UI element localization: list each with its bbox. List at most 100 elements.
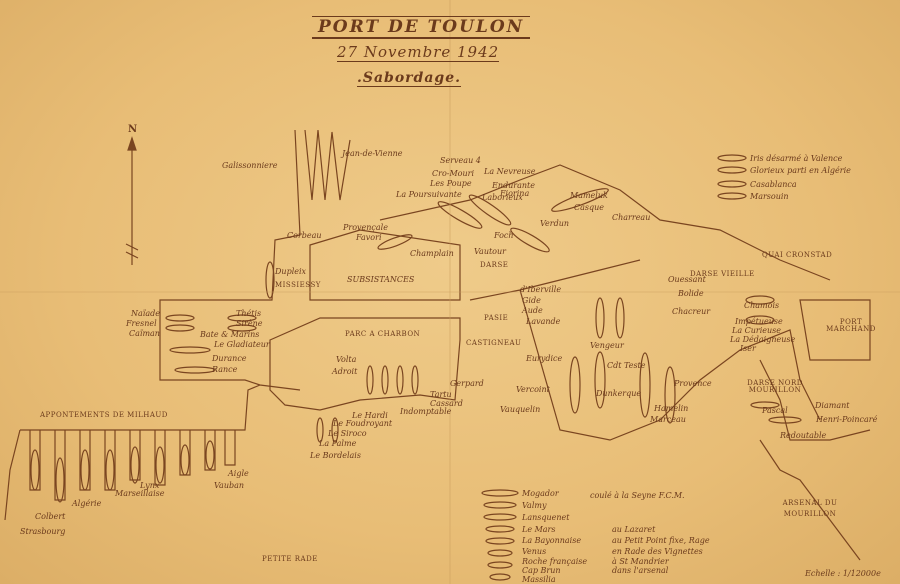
ship-provence: Provence bbox=[674, 379, 712, 388]
ship-foch: Foch bbox=[494, 231, 514, 240]
ship-ouessant: Ouessant bbox=[668, 275, 706, 284]
ship-eurydice: Eurydice bbox=[526, 354, 563, 363]
list-name-8: Cap Brun bbox=[522, 566, 561, 575]
ship-la-palme: La Palme bbox=[319, 439, 357, 448]
area-castigneau: CASTIGNEAU bbox=[466, 339, 522, 347]
list-place-5: dans l'arsenal bbox=[612, 566, 669, 575]
ship-pascal: Pascal bbox=[762, 406, 788, 415]
list-name-2: Valmy bbox=[522, 501, 547, 510]
ship-dunkerque: Dunkerque bbox=[596, 389, 642, 398]
north-label: N bbox=[128, 124, 138, 135]
list-name-6: Venus bbox=[522, 547, 547, 556]
ship-henri-poincare: Henri-Poincaré bbox=[816, 415, 878, 424]
ship-bate: Bate & Marins bbox=[200, 330, 260, 339]
ship-gide: Gide bbox=[522, 296, 541, 305]
ship-cassard: Cassard bbox=[430, 399, 463, 408]
list-place-3: en Rade des Vignettes bbox=[612, 547, 703, 556]
legend-item-3: Casablanca bbox=[750, 180, 797, 189]
ship-dupleix: Dupleix bbox=[275, 267, 307, 276]
area-subsistances: SUBSISTANCES bbox=[347, 275, 415, 284]
ship-laborieux: Laborieux bbox=[482, 193, 523, 202]
ship-durance: Durance bbox=[212, 354, 247, 363]
area-appontements: APPONTEMENTS DE MILHAUD bbox=[40, 411, 168, 419]
ship-aigle: Aigle bbox=[228, 469, 249, 478]
ship-charreau: Charreau bbox=[612, 213, 651, 222]
area-parc-charbon: PARC A CHARBON bbox=[345, 330, 421, 338]
legend-item-2: Glorieux parti en Algérie bbox=[750, 166, 851, 175]
ship-vauquelin: Vauquelin bbox=[500, 405, 541, 414]
ship-aude: Aude bbox=[522, 306, 543, 315]
ship-diamant: Diamant bbox=[815, 401, 850, 410]
list-name-9: Massilia bbox=[522, 575, 556, 584]
list-name-4: Le Mars bbox=[522, 525, 556, 534]
ship-curieuse: La Curieuse bbox=[732, 326, 782, 335]
ship-marceau: Marceau bbox=[650, 415, 686, 424]
ship-galissonniere: Galissonniere bbox=[222, 161, 278, 170]
ship-sirene: Sirène bbox=[236, 319, 263, 328]
area-arsenal: ARSENAL DU MOURILLON bbox=[782, 499, 838, 519]
area-quai-cronstad: QUAI CRONSTAD bbox=[762, 251, 833, 259]
ship-la-poursuivante: La Poursuivante bbox=[396, 190, 462, 199]
ship-impetueuse: Impétueuse bbox=[735, 317, 783, 326]
ship-vercoint: Vercoint bbox=[516, 385, 550, 394]
scale-label: Echelle : 1/12000e bbox=[805, 569, 881, 578]
map-title: PORT DE TOULON bbox=[312, 16, 531, 39]
ship-fresnel: Fresnel bbox=[126, 319, 157, 328]
ship-mameluk: Mameluk bbox=[570, 191, 608, 200]
ship-colbert: Colbert bbox=[35, 512, 66, 521]
ship-lavande: Lavande bbox=[526, 317, 561, 326]
area-port-marchand: PORT MARCHAND bbox=[826, 318, 876, 333]
ship-chamois: Chamois bbox=[744, 301, 780, 310]
area-darse-vieille: DARSE VIEILLE bbox=[690, 270, 755, 278]
ship-strasbourg: Strasbourg bbox=[20, 527, 66, 536]
ship-fiorina: Fiorina bbox=[500, 189, 530, 198]
ship-corbeau: Corbeau bbox=[287, 231, 322, 240]
ship-indomptable: Indomptable bbox=[400, 407, 452, 416]
ship-serveau: Serveau 4 bbox=[440, 156, 481, 165]
ship-d-iberville: d'Iberville bbox=[520, 285, 562, 294]
ship-vauban: Vauban bbox=[214, 481, 245, 490]
ship-champlain: Champlain bbox=[410, 249, 454, 258]
ship-le-foudroyant: Le Foudroyant bbox=[333, 419, 393, 428]
map-subtitle: .Sabordage. bbox=[357, 70, 461, 87]
ship-les-poupe: Les Poupe bbox=[430, 179, 472, 188]
ship-le-gladiateur: Le Gladiateur bbox=[214, 340, 270, 349]
ship-algerie: Algérie bbox=[72, 499, 102, 508]
area-pasie: PASIE bbox=[484, 314, 509, 322]
legend-item-1: Iris désarmé à Valence bbox=[750, 154, 843, 163]
ship-la-nevreuse: La Nevreuse bbox=[484, 167, 536, 176]
ship-adroit: Adroit bbox=[332, 367, 358, 376]
ship-thetis: Thétis bbox=[236, 309, 262, 318]
area-missiessy: MISSIESSY bbox=[275, 281, 321, 289]
ship-hamelin: Hamelin bbox=[654, 404, 689, 413]
ship-le-hardi: Le Hardi bbox=[352, 411, 388, 420]
ship-volta: Volta bbox=[336, 355, 357, 364]
bottom-list-header: coulé à la Seyne F.C.M. bbox=[590, 491, 685, 500]
ship-gerpard: Gerpard bbox=[450, 379, 484, 388]
area-darse: DARSE bbox=[480, 261, 509, 269]
ship-vautour: Vautour bbox=[474, 247, 506, 256]
ship-favori: Favori bbox=[356, 233, 382, 242]
ship-tartu: Tartu bbox=[430, 390, 452, 399]
list-name-7: Roche française bbox=[522, 557, 588, 566]
ship-bolide: Bolide bbox=[678, 289, 704, 298]
list-name-3: Lansquenet bbox=[522, 513, 570, 522]
ship-marseillaise: Marseillaise bbox=[115, 489, 165, 498]
ship-cro-mouri: Cro-Mouri bbox=[432, 169, 475, 178]
list-place-2: au Petit Point fixe, Rage bbox=[612, 536, 710, 545]
list-name-5: La Bayonnaise bbox=[522, 536, 582, 545]
area-darse-nord: DARSE NORD MOURILLON bbox=[747, 379, 803, 394]
ship-casque: Casque bbox=[574, 203, 605, 212]
ship-verdun: Verdun bbox=[540, 219, 570, 228]
ship-jean-de-vienne: Jean-de-Vienne bbox=[342, 149, 403, 158]
ship-dedaigneuse: La Dédaigneuse bbox=[730, 335, 796, 344]
ship-endurante: Endurante bbox=[492, 181, 535, 190]
list-name-1: Mogador bbox=[522, 489, 559, 498]
ship-caiman: Caïman bbox=[129, 329, 160, 338]
ship-vengeur: Vengeur bbox=[590, 341, 624, 350]
list-place-4: à St Mandrier bbox=[612, 557, 669, 566]
map-date: 27 Novembre 1942 bbox=[337, 43, 500, 62]
ship-iser: Iser bbox=[740, 344, 756, 353]
